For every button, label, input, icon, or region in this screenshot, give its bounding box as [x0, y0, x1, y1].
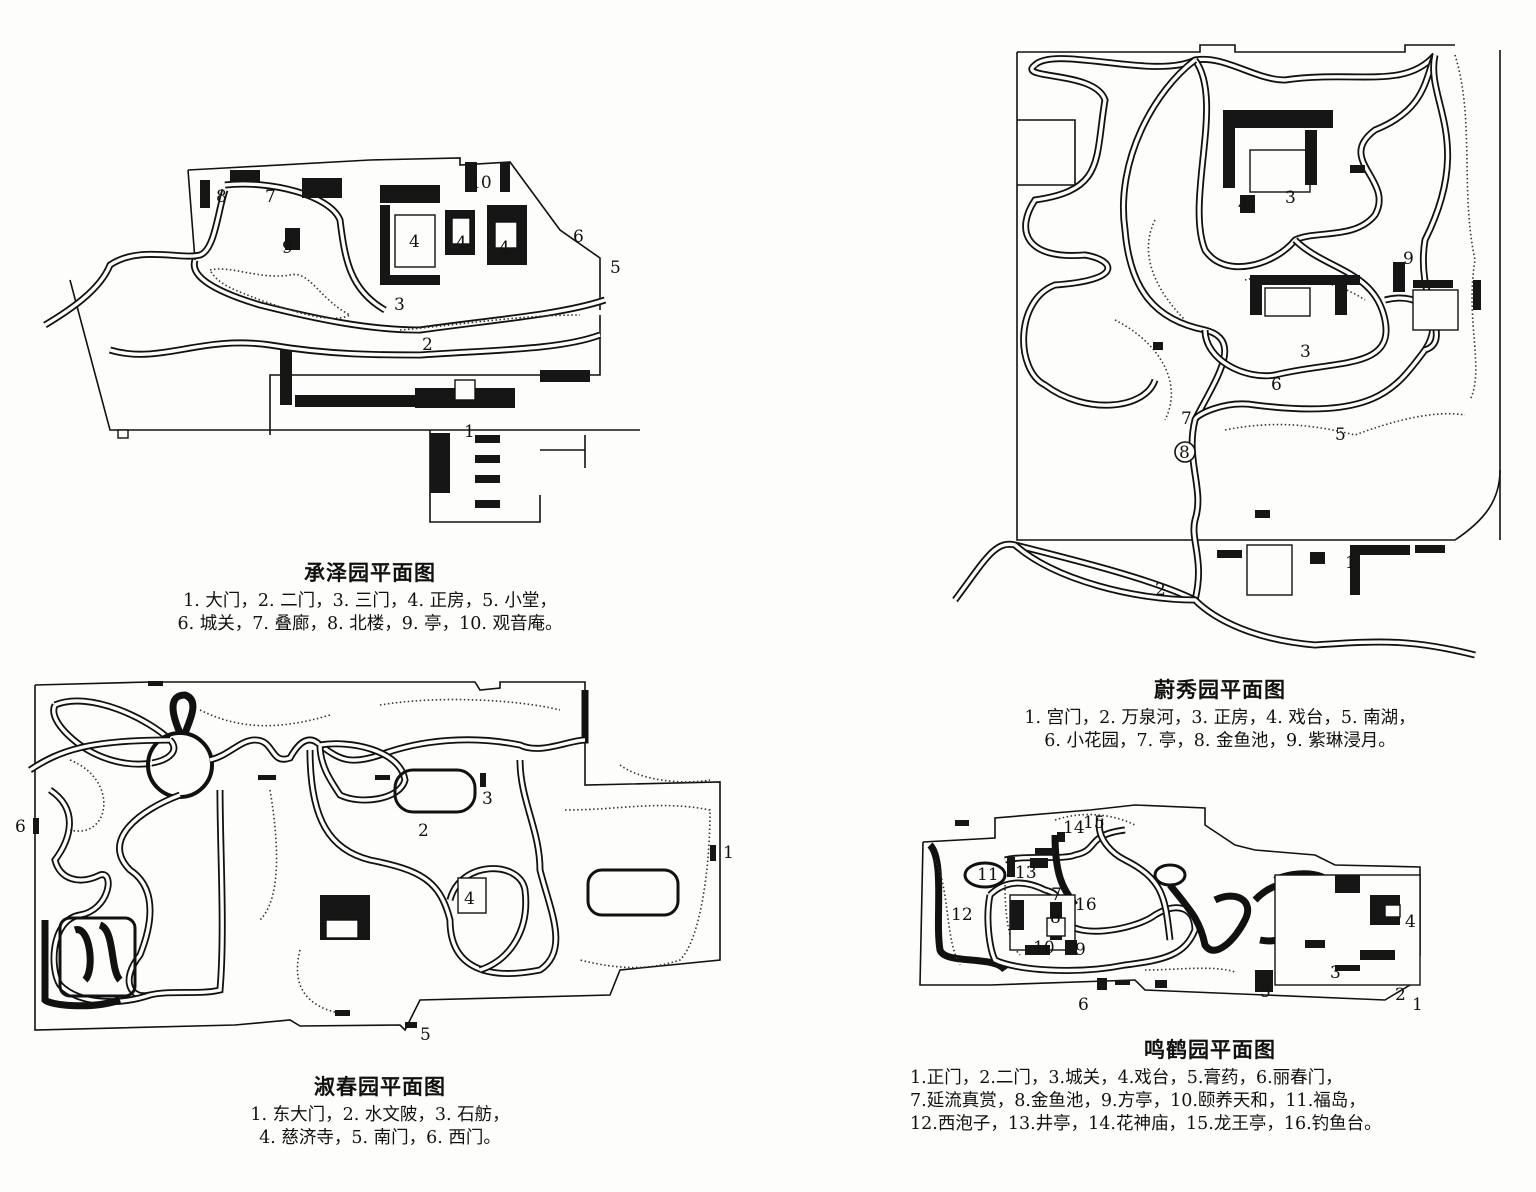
- chengze-title: 承泽园平面图: [304, 561, 436, 585]
- map-label: 13: [1015, 863, 1037, 883]
- map-label: 3: [394, 295, 405, 315]
- map-label: 10: [470, 173, 492, 193]
- chengze-caption: 承泽园平面图 1. 大门，2. 二门，3. 三门，4. 正房，5. 小堂， 6.…: [90, 560, 650, 636]
- map-label: 1: [464, 422, 475, 442]
- chengze-legend-line: 1. 大门，2. 二门，3. 三门，4. 正房，5. 小堂，: [183, 590, 557, 611]
- weixiu-garden-plan: 1 2 3 3 4 5 6 7 8 9: [952, 40, 1530, 659]
- shuchun-plan-drawing: 1 2 3 4 5 6: [15, 681, 734, 1045]
- map-label: 9: [1403, 249, 1414, 269]
- minghe-legend-line: 12.西泡子，13.井亭，14.花神庙，15.龙王亭，16.钓鱼台。: [910, 1113, 1382, 1134]
- map-label: 14: [1063, 818, 1085, 838]
- chengze-garden-plan: 1 2 3 4 4 4 5 6 7 8 9 10: [40, 150, 640, 530]
- map-label: 5: [1260, 982, 1271, 1002]
- shuchun-legend-line: 4. 慈济寺，5. 南门，6. 西门。: [259, 1127, 501, 1148]
- map-label: 9: [282, 238, 293, 258]
- map-label: 6: [573, 227, 584, 247]
- map-label: 1: [723, 843, 734, 863]
- map-label: 11: [977, 865, 999, 885]
- minghe-legend-line: 7.延流真赏，8.金鱼池，9.方亭，10.颐养天和，11.福岛，: [910, 1090, 1366, 1111]
- weixiu-caption: 蔚秀园平面图 1. 宫门，2. 万泉河，3. 正房，4. 戏台，5. 南湖， 6…: [940, 677, 1500, 753]
- map-label: 5: [420, 1025, 431, 1045]
- map-label: 3: [482, 789, 493, 809]
- map-label: 6: [15, 817, 26, 837]
- minghe-title: 鸣鹤园平面图: [1144, 1038, 1276, 1062]
- map-label: 4: [409, 232, 420, 252]
- map-label: 5: [610, 258, 621, 278]
- map-label: 7: [1181, 409, 1192, 429]
- chengze-plan-drawing: 1 2 3 4 4 4 5 6 7 8 9 10: [43, 157, 640, 523]
- map-label: 2: [1395, 985, 1406, 1005]
- map-label: 3: [1285, 188, 1296, 208]
- shuchun-legend-line: 1. 东大门，2. 水文陂，3. 石舫，: [250, 1104, 510, 1125]
- map-label: 12: [951, 905, 973, 925]
- weixiu-title: 蔚秀园平面图: [1154, 678, 1286, 702]
- map-label: 4: [499, 238, 510, 258]
- map-label: 10: [1033, 938, 1055, 958]
- map-label: 6: [1271, 375, 1282, 395]
- map-label: 5: [1335, 425, 1346, 445]
- minghe-plan-drawing: 1 2 3 4 5 6 7 8 9 10 11 12 13 14 15 16: [919, 804, 1423, 1015]
- shuchun-garden-plan: 1 2 3 4 5 6: [15, 670, 740, 1050]
- map-label: 8: [216, 187, 227, 207]
- minghe-legend-line: 1.正门，2.二门，3.城关，4.戏台，5.膏药，6.丽春门，: [910, 1067, 1343, 1088]
- map-label: 7: [1051, 885, 1062, 905]
- weixiu-plan-drawing: 1 2 3 3 4 5 6 7 8 9: [952, 44, 1501, 659]
- weixiu-legend-line: 6. 小花园，7. 亭，8. 金鱼池，9. 紫琳浸月。: [1044, 730, 1396, 751]
- map-label: 16: [1075, 895, 1097, 915]
- shuchun-caption: 淑春园平面图 1. 东大门，2. 水文陂，3. 石舫， 4. 慈济寺，5. 南门…: [180, 1074, 580, 1150]
- map-label: 3: [1330, 963, 1341, 983]
- minghe-garden-plan: 1 2 3 4 5 6 7 8 9 10 11 12 13 14 15 16: [915, 800, 1515, 1020]
- map-label: 9: [1075, 940, 1086, 960]
- map-label: 1: [1345, 553, 1356, 573]
- map-label: 4: [1238, 195, 1249, 215]
- map-label: 1: [1412, 995, 1423, 1015]
- map-label: 3: [1300, 342, 1311, 362]
- map-label: 2: [422, 335, 433, 355]
- map-label: 6: [1078, 995, 1089, 1015]
- chengze-legend-line: 6. 城关，7. 叠廊，8. 北楼，9. 亭，10. 观音庵。: [177, 613, 563, 634]
- map-label: 2: [1155, 580, 1166, 600]
- map-label: 4: [464, 889, 475, 909]
- weixiu-legend-line: 1. 宫门，2. 万泉河，3. 正房，4. 戏台，5. 南湖，: [1024, 707, 1416, 728]
- map-label: 7: [265, 187, 276, 207]
- map-label: 8: [1179, 443, 1190, 463]
- map-label: 4: [1405, 912, 1416, 932]
- map-label: 2: [418, 821, 429, 841]
- shuchun-title: 淑春园平面图: [314, 1075, 446, 1099]
- map-label: 8: [1050, 908, 1061, 928]
- minghe-caption: 鸣鹤园平面图 1.正门，2.二门，3.城关，4.戏台，5.膏药，6.丽春门， 7…: [900, 1037, 1520, 1136]
- map-label: 15: [1083, 813, 1105, 833]
- map-label: 4: [456, 233, 467, 253]
